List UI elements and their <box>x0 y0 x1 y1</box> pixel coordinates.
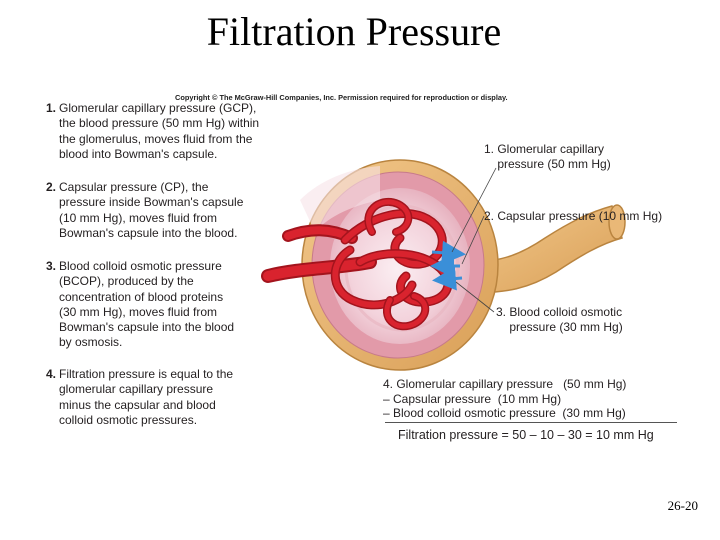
bcop-arrow-icon <box>438 278 462 280</box>
callout-glomerular-capillary-pressure: 1. Glomerular capillary pressure (50 mm … <box>484 142 611 172</box>
equation-line-bcop: – Blood colloid osmotic pressure (30 mm … <box>383 406 626 420</box>
gcp-arrow-icon <box>432 252 460 254</box>
equation-line-gcp: 4. Glomerular capillary pressure (50 mm … <box>383 377 626 391</box>
callout-blood-colloid-osmotic-pressure: 3. Blood colloid osmotic pressure (30 mm… <box>496 305 623 335</box>
callout-capsular-pressure: 2. Capsular pressure (10 mm Hg) <box>484 209 662 224</box>
equation-line-cp: – Capsular pressure (10 mm Hg) <box>383 392 561 406</box>
equation-result: Filtration pressure = 50 – 10 – 30 = 10 … <box>398 428 654 442</box>
slide-number: 26-20 <box>668 498 698 514</box>
equation-divider <box>385 422 677 423</box>
